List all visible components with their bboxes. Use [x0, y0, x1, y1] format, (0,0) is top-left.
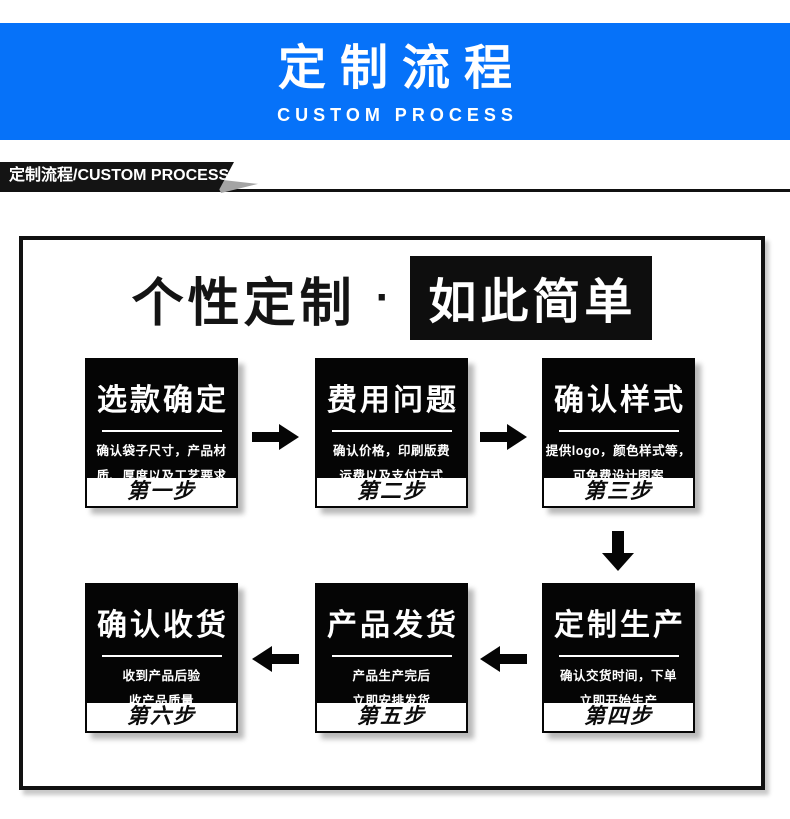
step-6-title: 确认收货 — [97, 609, 229, 642]
step-3-divider — [558, 430, 679, 432]
step-6-divider — [101, 655, 222, 657]
arrow-left-step4-to-step5-icon — [480, 646, 527, 672]
arrow-right-step1-to-step2-icon — [252, 424, 299, 450]
step-3-desc-line-1: 提供logo，颜色样式等， — [545, 444, 692, 458]
arrow-head — [507, 424, 527, 450]
step-4-divider — [558, 655, 679, 657]
ribbon-underline — [0, 189, 790, 192]
board-headline: 个性定制 · 如此简单 — [23, 256, 761, 340]
headline-left-text: 个性定制 — [131, 274, 356, 333]
step-box-5: 产品发货 产品生产完后 立即安排发货 第五步 — [315, 583, 468, 733]
step-2-divider — [331, 430, 452, 432]
section-ribbon-label: 定制流程/CUSTOM PROCESS — [0, 162, 234, 190]
banner-title: 定制流程 — [277, 42, 526, 95]
step-5-title: 产品发货 — [327, 609, 459, 642]
step-4-desc-line-1: 确认交货时间，下单 — [559, 669, 677, 683]
step-5-divider — [331, 655, 452, 657]
step-2-label: 第二步 — [317, 478, 466, 506]
banner-subtitle: CUSTOM PROCESS — [277, 104, 518, 125]
step-box-1: 选款确定 确认袋子尺寸，产品材 质、厚度以及工艺要求 第一步 — [85, 358, 238, 508]
arrow-shaft — [272, 654, 299, 664]
step-4-label: 第四步 — [544, 703, 693, 731]
step-box-3: 确认样式 提供logo，颜色样式等， 可免费设计图案 第三步 — [542, 358, 695, 508]
step-5-label: 第五步 — [317, 703, 466, 731]
step-2-desc-line-1: 确认价格，印刷版费 — [332, 444, 450, 458]
arrow-shaft — [480, 432, 507, 442]
arrow-head — [252, 646, 272, 672]
step-box-2: 费用问题 确认价格，印刷版费 运费以及支付方式 第二步 — [315, 358, 468, 508]
step-box-6: 确认收货 收到产品后验 收产品质量 第六步 — [85, 583, 238, 733]
arrow-down-step3-to-step4-icon — [602, 531, 634, 571]
arrow-shaft — [252, 432, 279, 442]
arrow-left-step5-to-step6-icon — [252, 646, 299, 672]
step-1-divider — [101, 430, 222, 432]
process-board: 个性定制 · 如此简单 选款确定 确认袋子尺寸，产品材 质、厚度以及工艺要求 第… — [19, 236, 765, 790]
arrow-shaft — [612, 531, 624, 553]
step-1-title: 选款确定 — [97, 384, 229, 417]
arrow-right-step2-to-step3-icon — [480, 424, 527, 450]
arrow-head — [480, 646, 500, 672]
step-3-title: 确认样式 — [554, 384, 686, 417]
headline-separator-dot: · — [375, 273, 391, 322]
arrow-head — [279, 424, 299, 450]
arrow-head — [602, 553, 634, 571]
headline-right-boxed-text: 如此简单 — [410, 256, 653, 340]
step-2-title: 费用问题 — [327, 384, 459, 417]
step-3-label: 第三步 — [544, 478, 693, 506]
arrow-shaft — [500, 654, 527, 664]
step-5-desc-line-1: 产品生产完后 — [352, 669, 431, 683]
step-1-label: 第一步 — [87, 478, 236, 506]
step-6-label: 第六步 — [87, 703, 236, 731]
step-box-4: 定制生产 确认交货时间，下单 立即开始生产 第四步 — [542, 583, 695, 733]
step-1-desc-line-1: 确认袋子尺寸，产品材 — [96, 444, 227, 458]
step-4-title: 定制生产 — [554, 609, 686, 642]
step-6-desc-line-1: 收到产品后验 — [122, 669, 201, 683]
custom-process-banner: 定制流程 CUSTOM PROCESS — [0, 23, 790, 140]
